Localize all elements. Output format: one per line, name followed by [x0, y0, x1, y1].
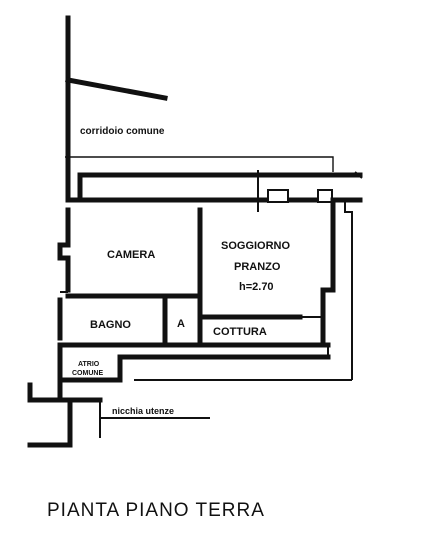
corridor-slanted-wall	[65, 77, 168, 101]
right-outer-wall	[344, 200, 353, 380]
top-wall-tick	[354, 171, 363, 179]
plan-title: PIANTA PIANO TERRA	[47, 500, 265, 521]
floor-plan-drawing: corridoio comune	[27, 15, 363, 448]
left-room-wall	[57, 207, 71, 293]
top-hairline	[65, 156, 334, 172]
room-label-camera: CAMERA	[107, 249, 155, 261]
room-label-comune: COMUNE	[72, 370, 103, 377]
room-label-soggiorno: SOGGIORNO	[221, 240, 291, 252]
atrio-walls	[57, 342, 123, 383]
right-inner-wall	[320, 197, 336, 348]
room-label-atrio: ATRIO	[78, 361, 100, 368]
top-window	[267, 189, 289, 203]
room-label-cottura: COTTURA	[213, 326, 267, 338]
top-outer-wall	[65, 165, 363, 203]
room-label-antibagno: A	[177, 318, 185, 330]
nicchia-label: nicchia utenze	[112, 406, 174, 416]
corridor-label: corridoio comune	[80, 126, 165, 137]
room-label-bagno: BAGNO	[90, 319, 131, 331]
atrio-lower-left-wall	[27, 382, 63, 403]
room-height-label: h=2.70	[239, 281, 274, 293]
room-label-pranzo: PRANZO	[234, 261, 281, 273]
atrio-bottom-wall	[57, 377, 103, 403]
top-window-right	[317, 189, 333, 203]
